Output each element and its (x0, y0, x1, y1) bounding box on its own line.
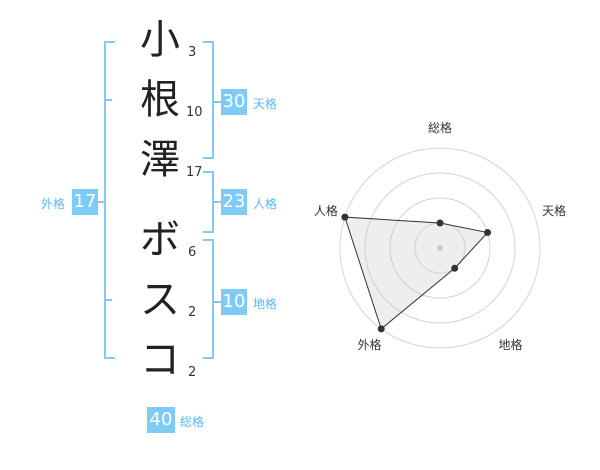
name-char-4: ボ (140, 217, 180, 263)
stroke-count-6: 2 (188, 365, 197, 380)
radar-point (436, 219, 444, 227)
chikaku-bracket (203, 239, 214, 359)
stroke-count-1: 3 (188, 45, 197, 60)
radar-axis-label: 人格 (314, 203, 338, 218)
radar-axis-label: 外格 (357, 337, 381, 352)
radar-ring (339, 147, 541, 349)
radar-axis-label: 地格 (499, 337, 523, 352)
radar-ring (389, 197, 491, 299)
radar-center (437, 245, 443, 251)
radar-point (484, 229, 492, 237)
radar-axis-label: 天格 (542, 203, 566, 218)
name-char-1: 小 (140, 17, 180, 63)
radar-point (377, 325, 385, 333)
jinkaku-value: 23 (221, 189, 247, 215)
stroke-count-4: 6 (188, 245, 197, 260)
gaikaku-bracket (104, 41, 115, 359)
tenkaku-value: 30 (221, 89, 247, 115)
chikaku-label: 地格 (253, 297, 278, 311)
name-char-2: 根 (140, 77, 180, 123)
radar-point (341, 213, 349, 221)
stroke-count-5: 2 (188, 305, 197, 320)
name-char-6: コ (140, 337, 180, 383)
name-char-5: ス (140, 277, 180, 323)
gaikaku-value: 17 (72, 189, 98, 215)
stroke-count-3: 17 (186, 165, 203, 180)
jinkaku-label: 人格 (253, 197, 278, 211)
soukaku-value: 40 (147, 407, 175, 433)
gaikaku-label: 外格 (41, 197, 66, 211)
tenkaku-bracket (203, 41, 214, 159)
radar-point (451, 264, 459, 272)
tenkaku-label: 天格 (253, 97, 278, 111)
soukaku-label: 総格 (180, 415, 205, 429)
chikaku-value: 10 (221, 289, 247, 315)
name-char-3: 澤 (140, 137, 180, 183)
radar-axis-label: 総格 (428, 120, 452, 135)
radar-polygon (344, 216, 489, 330)
radar-ring (364, 172, 516, 324)
stroke-count-2: 10 (186, 105, 203, 120)
